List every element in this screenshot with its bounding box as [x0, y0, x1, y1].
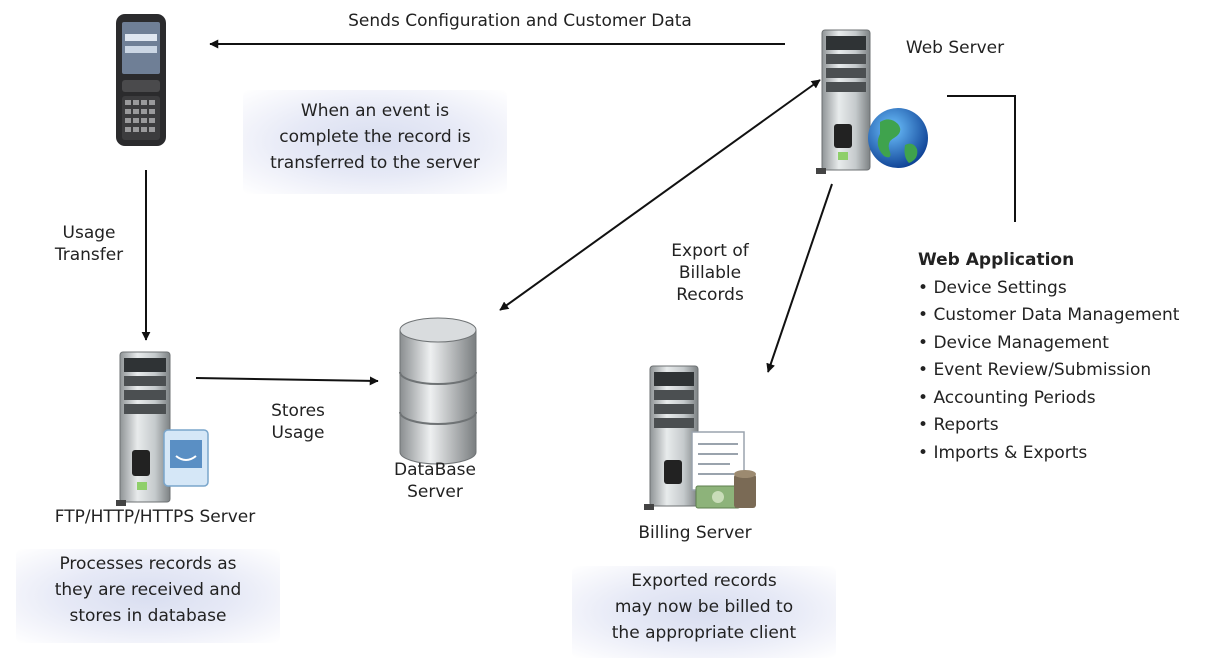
- feature-device-settings: Device Settings: [918, 275, 1179, 303]
- mobile-device-icon: [116, 14, 166, 146]
- web-server-icon: [816, 29, 871, 174]
- database-server-label: DataBase Server: [394, 460, 476, 502]
- feature-reports: Reports: [918, 412, 1179, 440]
- web-application-panel: Web Application Device Settings Customer…: [918, 247, 1179, 467]
- web-server-label: Web Server: [905, 38, 1005, 58]
- feature-imports-exports: Imports & Exports: [918, 440, 1179, 468]
- arrow-stores-usage: [195, 376, 379, 386]
- processes-records-note: Processes records as they are received a…: [16, 549, 280, 643]
- feature-event-review-submission: Event Review/Submission: [918, 357, 1179, 385]
- ftp-server-icon: [116, 351, 171, 506]
- export-billable-label: Export of Billable Records: [671, 241, 749, 305]
- web-app-connector: [947, 95, 1016, 222]
- arrow-db-web-sync: [499, 79, 821, 311]
- event-complete-note: When an event is complete the record is …: [243, 90, 507, 194]
- billing-server-icon: [644, 365, 699, 510]
- coins-icon: [734, 470, 756, 508]
- money-icon: [695, 485, 741, 509]
- ftp-server-label: FTP/HTTP/HTTPS Server: [54, 507, 256, 527]
- document-icon: [163, 429, 209, 487]
- sends-config-label: Sends Configuration and Customer Data: [348, 11, 692, 31]
- arrow-export-billable: [766, 183, 833, 373]
- stores-usage-label: Stores Usage: [271, 401, 325, 443]
- feature-accounting-periods: Accounting Periods: [918, 385, 1179, 413]
- web-application-title: Web Application: [918, 250, 1075, 270]
- web-application-feature-list: Device Settings Customer Data Management…: [918, 275, 1179, 468]
- exported-records-note: Exported records may now be billed to th…: [572, 566, 836, 658]
- feature-customer-data-management: Customer Data Management: [918, 302, 1179, 330]
- database-icon: [399, 317, 477, 465]
- feature-device-management: Device Management: [918, 330, 1179, 358]
- globe-icon: [868, 108, 928, 168]
- billing-server-label: Billing Server: [638, 523, 752, 543]
- usage-transfer-label: Usage Transfer: [54, 223, 124, 265]
